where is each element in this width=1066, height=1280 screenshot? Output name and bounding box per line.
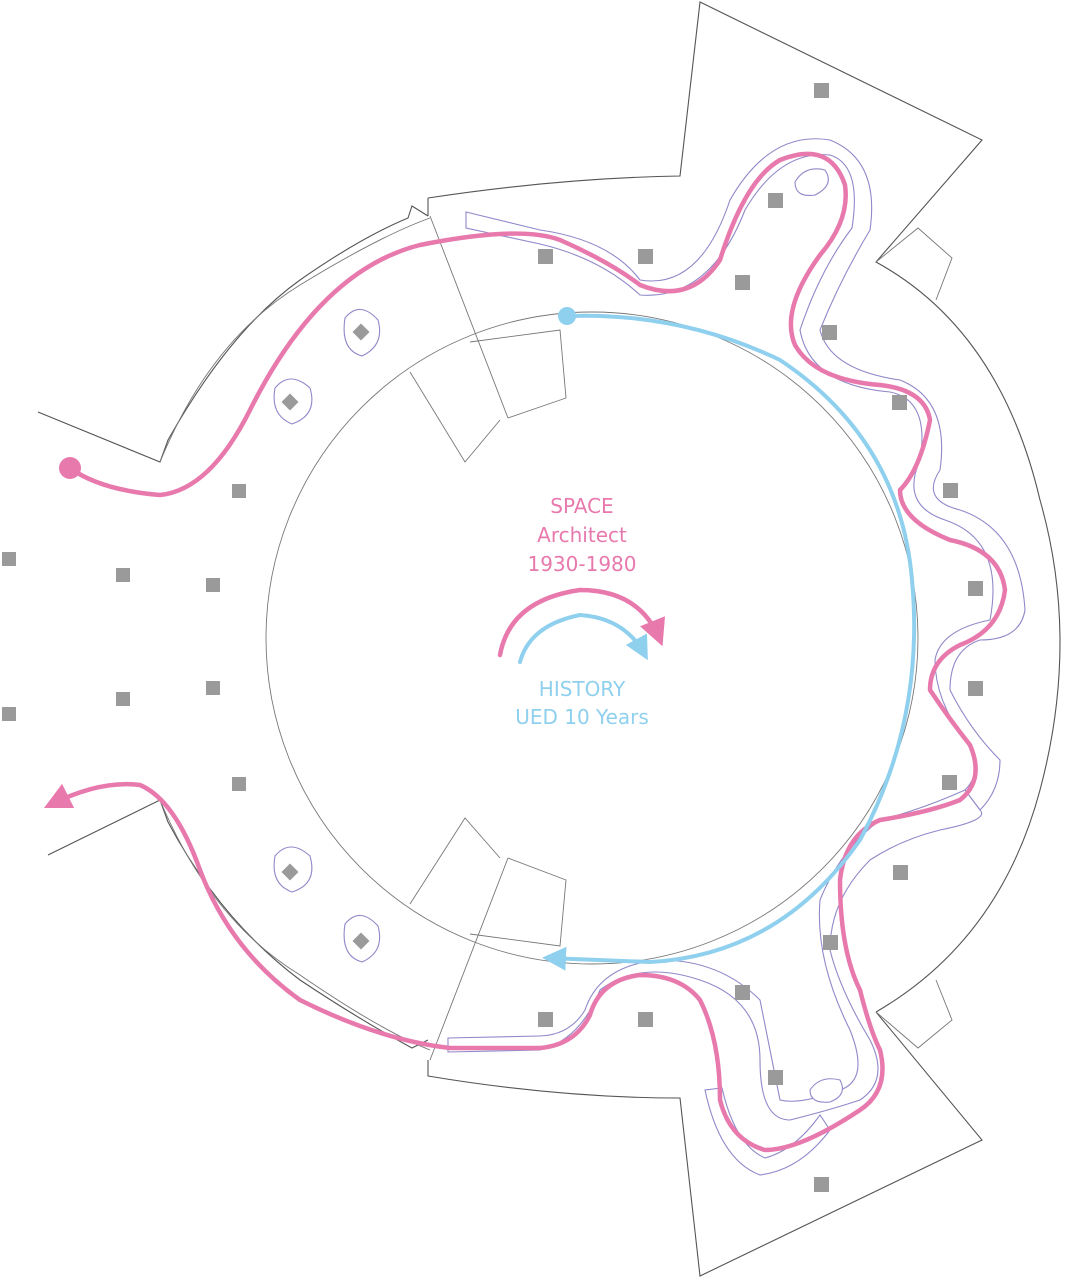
history-label: HISTORY xyxy=(539,677,626,701)
pillar xyxy=(232,777,246,791)
pillar xyxy=(281,863,299,881)
oval-case-upper xyxy=(794,168,829,197)
space-route-path xyxy=(43,151,1008,1153)
pillar xyxy=(968,681,983,696)
left-lower-shell xyxy=(159,799,431,1051)
left-upper-wall xyxy=(37,205,429,463)
pillar xyxy=(352,932,370,950)
oval-case-lower xyxy=(809,1078,843,1103)
pillar xyxy=(352,323,370,341)
pillar xyxy=(206,578,220,592)
pillar xyxy=(281,393,299,411)
history-legend-arc xyxy=(518,612,648,664)
history-sublabel: UED 10 Years xyxy=(515,705,649,729)
outer-ring-lower xyxy=(427,1011,983,1277)
lower-side-room xyxy=(875,979,953,1049)
pillar xyxy=(893,865,908,880)
pillar xyxy=(735,275,750,290)
pillar xyxy=(768,1070,783,1085)
building-walls xyxy=(37,1,1061,1277)
pillar xyxy=(538,1012,553,1027)
pillar xyxy=(538,249,553,264)
space-years: 1930-1980 xyxy=(527,552,636,576)
space-label: SPACE xyxy=(550,494,613,518)
pillar xyxy=(232,484,246,498)
pillar xyxy=(2,707,16,721)
left-upper-shell xyxy=(159,217,431,463)
pillar xyxy=(206,681,220,695)
inner-rotunda-wall xyxy=(265,311,919,965)
pillar xyxy=(892,395,907,410)
pillar xyxy=(968,581,983,596)
pillar xyxy=(943,483,958,498)
upper-side-room xyxy=(875,227,953,301)
pillar xyxy=(822,325,837,340)
pillar xyxy=(823,935,838,950)
pillar xyxy=(2,552,16,566)
pillar xyxy=(942,775,957,790)
pillar xyxy=(638,1012,653,1027)
display-case-band-lower xyxy=(447,789,983,1121)
pillar xyxy=(638,249,653,264)
pillar xyxy=(735,985,750,1000)
pillar xyxy=(116,568,130,582)
pillar xyxy=(768,193,783,208)
outer-ring-upper xyxy=(427,1,1061,1013)
pillars xyxy=(2,83,983,1192)
upper-corridor-walls xyxy=(409,215,567,463)
pillar xyxy=(116,692,130,706)
space-route xyxy=(43,151,1008,1153)
pillar xyxy=(814,1177,829,1192)
space-sublabel: Architect xyxy=(537,523,627,547)
history-route xyxy=(518,307,917,971)
lower-corridor-walls xyxy=(409,817,567,1061)
pillar xyxy=(814,83,829,98)
history-route-path xyxy=(542,313,917,971)
space-legend-arc xyxy=(497,587,666,658)
legend: SPACE Architect 1930-1980 HISTORY UED 10… xyxy=(515,494,649,729)
